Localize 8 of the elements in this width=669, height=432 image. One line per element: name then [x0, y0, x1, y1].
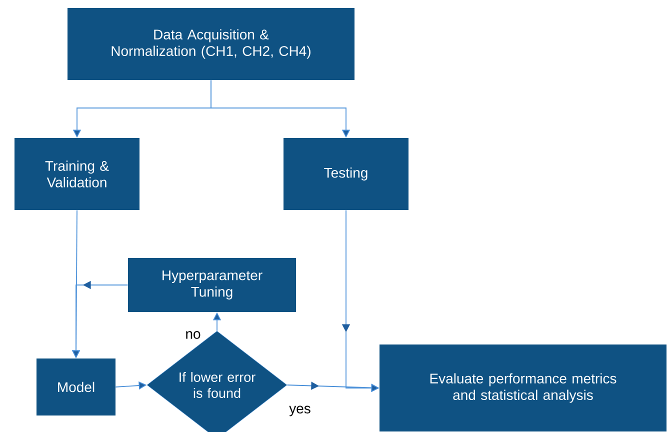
process-box: Data Acquisition & Normalization (CH1, CH2, CH4): [68, 8, 354, 80]
process-box: Training & Validation: [14, 138, 140, 210]
process-box: Testing: [284, 138, 408, 210]
edge-label: no: [184, 330, 202, 340]
process-box: Evaluate performance metrics and statistical analysis: [380, 344, 666, 432]
edge-label: yes: [288, 404, 312, 418]
process-box: Model: [36, 358, 116, 416]
process-box: Hyperparameter Tuning: [128, 258, 296, 312]
